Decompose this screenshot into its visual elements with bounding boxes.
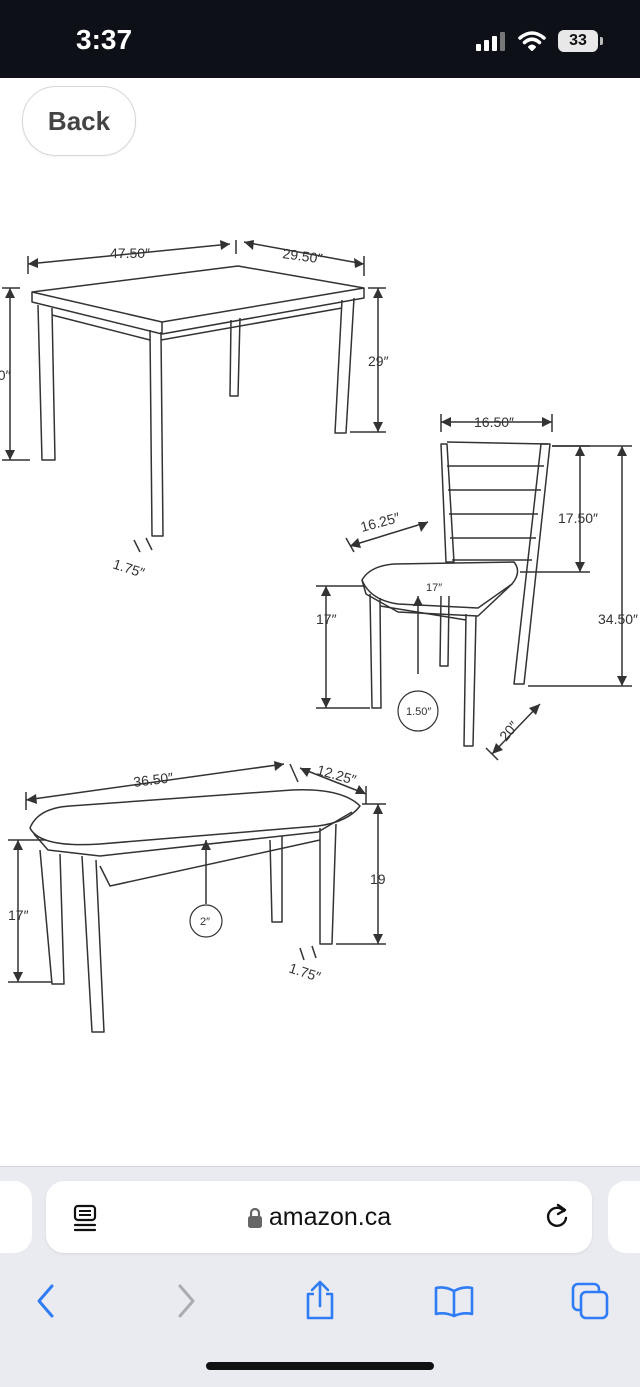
table-leg-label: 1.75″ [111,556,147,581]
address-bar[interactable]: amazon.ca [46,1181,592,1253]
back-button[interactable]: Back [22,86,136,156]
chair-back-height-label: 17.50″ [558,510,598,526]
chair-back-width-label: 16.50″ [474,414,514,430]
table-width-label: 29.50″ [282,245,324,266]
chair-depth-label: 20″ [496,718,521,744]
table-total-height-label: 30″ [0,367,11,383]
lock-icon [247,1208,262,1229]
bench-leg-label: 1.75″ [287,960,323,985]
battery-level: 33 [569,32,587,49]
home-indicator[interactable] [206,1362,434,1370]
reader-icon[interactable] [72,1203,100,1233]
chair-leg-label: 1.50″ [406,706,431,718]
next-tab-preview[interactable] [608,1181,640,1253]
share-icon [306,1280,334,1320]
table-height-label: 29″ [368,353,389,369]
share-button[interactable] [290,1271,350,1331]
tabs-icon [571,1282,609,1320]
chair-seat-height-label: 17″ [316,611,337,627]
chair-total-height-label: 34.50″ [598,611,638,627]
bench-length-label: 36.50″ [132,769,174,790]
status-icons: 33 [476,30,603,52]
reload-icon[interactable] [542,1201,572,1231]
bench-height-label: 19 [370,871,386,887]
product-dimension-diagram: 47.50″ 29.50″ 29″ 30″ 1.75″ 16.50″ 17.50… [0,160,640,1160]
previous-tab-preview[interactable] [0,1181,32,1253]
browser-forward-button[interactable] [156,1271,216,1331]
battery-icon: 33 [558,30,603,52]
url-display[interactable]: amazon.ca [46,1203,592,1232]
wifi-icon [518,31,546,51]
tabs-button[interactable] [560,1271,620,1331]
bench-cushion-label: 2″ [200,916,210,928]
browser-back-button[interactable] [16,1271,76,1331]
forward-arrow-icon [178,1284,195,1318]
browser-toolbar [0,1271,640,1331]
bench-seat-height-label: 17″ [8,907,29,923]
bookmarks-icon [434,1286,474,1318]
signal-icon [476,32,505,51]
back-arrow-icon [37,1284,54,1318]
url-text: amazon.ca [268,1203,392,1231]
table-length-label: 47.50″ [110,245,150,261]
chair-seat-width-label: 17″ [426,582,442,594]
bench-depth-label: 12.25″ [315,762,358,788]
bookmarks-button[interactable] [424,1271,484,1331]
browser-bottom-bar: amazon.ca [0,1166,640,1387]
dimension-drawing: 47.50″ 29.50″ 29″ 30″ 1.75″ 16.50″ 17.50… [0,240,638,1033]
chair-seat-depth-label: 16.25″ [359,509,402,535]
status-bar: 3:37 33 [0,0,640,78]
status-time: 3:37 [76,24,133,55]
